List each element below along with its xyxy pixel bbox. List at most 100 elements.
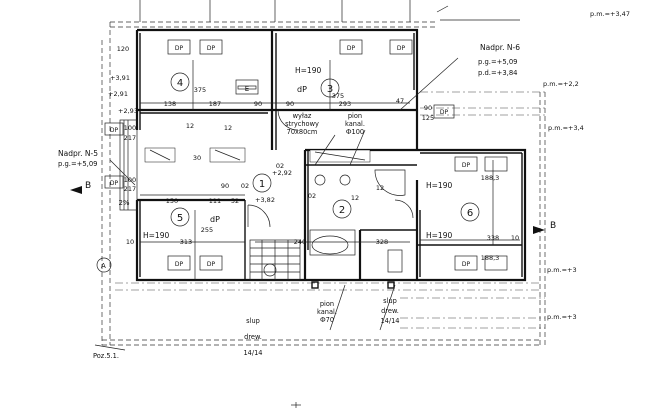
- dp-label-4: DP: [397, 45, 406, 52]
- dim-328: 328: [376, 238, 388, 246]
- dp-label-9: DP: [440, 109, 449, 116]
- dim-90-a: 90: [254, 100, 262, 108]
- label-kanal-top: kanal.: [345, 120, 365, 128]
- label-size-2: 14/14: [380, 317, 399, 325]
- section-markers: [70, 186, 545, 273]
- dim-125: 125: [422, 114, 434, 122]
- dim-12-a: 12: [186, 122, 194, 130]
- dim-47: 47: [396, 97, 404, 105]
- dim-338: 338: [487, 234, 499, 242]
- axis-a: A: [101, 262, 106, 270]
- e-mark: E: [245, 85, 249, 93]
- top-axis-marks: [139, 0, 449, 22]
- label-slup-1: slup: [246, 317, 260, 325]
- dim-293: 293: [339, 100, 351, 108]
- level-top: p.m.=+3,47: [590, 10, 630, 18]
- room-number-1: 1: [259, 179, 265, 190]
- dp-label-6: DP: [207, 261, 216, 268]
- spot-3-91: +3,91: [110, 74, 130, 82]
- slope-percent: 2%: [118, 199, 129, 207]
- height-room-3: H=190: [295, 66, 321, 75]
- label-fi-bot: Ф70: [320, 316, 334, 324]
- nadproze-n5-pg: p.g.=+5,09: [58, 160, 97, 168]
- room-number-6: 6: [467, 208, 473, 219]
- dim-217-a: 217: [124, 134, 136, 142]
- spot-2-91: +2,91: [108, 90, 128, 98]
- dim-90-x: 90: [221, 182, 229, 190]
- label-size-1: 14/14: [243, 349, 262, 357]
- spot-3-82: +3,82: [255, 196, 275, 204]
- nadproze-n6-pg: p.g.=+5,09: [478, 58, 517, 66]
- window-left: [119, 119, 138, 211]
- level-right-c: p.m.=+3: [547, 266, 577, 274]
- nadproze-n6-label: Nadpr. N-6: [480, 43, 520, 52]
- label-pion-bot: pion: [320, 300, 334, 308]
- spot-2-93: +2,93: [118, 107, 138, 115]
- spot-2-92: +2,92: [272, 169, 292, 177]
- dimension-lines: [140, 60, 520, 280]
- dim-375-a: 375: [194, 86, 206, 94]
- dim-10: 10: [126, 238, 134, 246]
- dim-313: 313: [180, 238, 192, 246]
- section-b-left: B: [85, 181, 91, 191]
- height-room-5: H=190: [143, 231, 169, 240]
- dim-90-c: 90: [424, 104, 432, 112]
- dim-02-a: 02: [241, 182, 249, 190]
- dim-138: 138: [164, 100, 176, 108]
- dp-label-3: DP: [347, 45, 356, 52]
- dim-375-b: 375: [332, 92, 344, 100]
- dim-100-a: 100: [124, 124, 136, 132]
- dp-label-10: DP: [110, 127, 119, 134]
- dim-02-c: 02: [276, 162, 284, 170]
- dim-90-b: 90: [286, 100, 294, 108]
- height-room-6b: H=190: [426, 231, 452, 240]
- roof-outline: [101, 19, 546, 346]
- dim-188-3: 188,3: [481, 174, 500, 182]
- label-wylaz-size: 70x80cm: [287, 128, 318, 136]
- label-pion-top: pion: [348, 112, 362, 120]
- dp-label-8: DP: [462, 261, 471, 268]
- dim-12-d: 12: [351, 194, 359, 202]
- level-right-d: p.m.=+3: [547, 313, 577, 321]
- leaders: [94, 57, 459, 351]
- dim-120: 120: [117, 45, 129, 53]
- label-wylaz: wyłaz: [293, 112, 312, 120]
- dim-12-c: 12: [376, 184, 384, 192]
- dim-02-b: 02: [308, 192, 316, 200]
- staircase: [249, 239, 301, 281]
- room-number-5: 5: [177, 213, 183, 224]
- dim-255: 255: [201, 226, 213, 234]
- label-strychowy: strychowy: [285, 120, 319, 128]
- dp-markers: [104, 39, 508, 271]
- dim-240: 240: [294, 238, 306, 246]
- room-number-4: 4: [177, 78, 183, 89]
- dim-217-b: 217: [124, 185, 136, 193]
- dp-lower-mark: dP: [297, 85, 307, 94]
- room-number-circles: [170, 72, 480, 227]
- dp-lower-mark-2: dP: [210, 215, 220, 224]
- dim-100-b: 100: [124, 176, 136, 184]
- dim-150: 150: [166, 197, 178, 205]
- dim-188-3-b: 188,3: [481, 254, 500, 262]
- doors: [247, 109, 414, 228]
- level-right-b: p.m.=+3,4: [548, 124, 584, 132]
- dp-label-1: DP: [175, 45, 184, 52]
- bottom-axis: [291, 402, 301, 408]
- nadproze-n6-pd: p.d.=+3,84: [478, 69, 517, 77]
- dim-10-right: 10: [511, 234, 519, 242]
- dp-label-11: DP: [110, 180, 119, 187]
- dim-12-b: 12: [224, 124, 232, 132]
- posts: [311, 281, 395, 289]
- label-poz: Poz.5.1.: [93, 352, 119, 360]
- level-right-a: p.m.=+2,2: [543, 80, 579, 88]
- label-slup-2: slup: [383, 297, 397, 305]
- dp-label-2: DP: [207, 45, 216, 52]
- label-drew-2: drew.: [381, 307, 399, 315]
- label-fi-top: Ф100: [346, 128, 364, 136]
- nadproze-n5-label: Nadpr. N-5: [58, 149, 98, 158]
- bathroom-fixtures: [309, 169, 406, 273]
- room-number-3: 3: [327, 84, 333, 95]
- dp-label-5: DP: [175, 261, 184, 268]
- dim-52: 52: [231, 197, 239, 205]
